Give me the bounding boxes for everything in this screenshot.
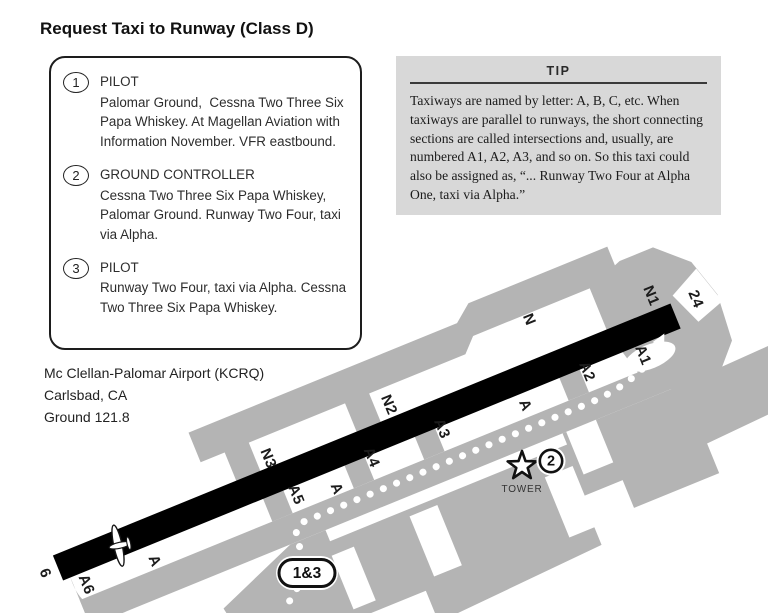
label-a1: A1	[631, 343, 654, 368]
tip-body: Taxiways are named by letter: A, B, C, e…	[410, 93, 703, 202]
route-arrow-icon	[652, 333, 665, 349]
taxiway-a3-connector	[414, 428, 445, 460]
badge-2-label: 2	[547, 454, 555, 470]
step-number-badge: 1	[63, 72, 89, 93]
dialogue-step: 3 PILOT Runway Two Four, taxi via Alpha.…	[63, 257, 350, 318]
runway	[52, 303, 681, 581]
tower-star-icon	[506, 449, 538, 480]
label-a2: A2	[575, 359, 598, 384]
airplane-icon	[108, 524, 132, 567]
rwy24-label-wedge	[672, 268, 723, 322]
taxiway-n3-connector	[223, 440, 262, 484]
label-a3: A3	[430, 416, 453, 441]
step-number-badge: 3	[63, 257, 89, 279]
taxiway-n2-connector	[344, 391, 382, 434]
label-a-east: A	[515, 397, 535, 414]
building-notch	[544, 465, 598, 538]
radio-call-text: Palomar Ground, Cessna Two Three Six Pap…	[100, 94, 348, 150]
badge-2	[538, 448, 564, 474]
label-a5: A5	[284, 482, 307, 507]
dialogue-step: 1 PILOT Palomar Ground, Cessna Two Three…	[63, 72, 350, 152]
step-number-badge: 2	[63, 164, 89, 186]
tip-box: TIP Taxiways are named by letter: A, B, …	[396, 56, 721, 215]
badge-1-3	[277, 558, 337, 588]
radio-call-text: Runway Two Four, taxi via Alpha. Cessna …	[100, 280, 350, 316]
airport-city: Carlsbad, CA	[44, 387, 128, 403]
label-n2: N2	[377, 392, 400, 417]
label-a4: A4	[360, 445, 383, 470]
taxiway-a5-connector	[262, 490, 293, 522]
dialogue-box: 1 PILOT Palomar Ground, Cessna Two Three…	[49, 56, 362, 350]
label-n3: N3	[257, 446, 280, 471]
radio-call-text: Cessna Two Three Six Papa Whiskey, Palom…	[100, 187, 345, 242]
label-n1: N1	[639, 283, 662, 308]
building-notch	[566, 419, 614, 475]
tip-heading: TIP	[546, 64, 571, 78]
tip-divider	[410, 82, 707, 84]
label-rwy-6: 6	[35, 566, 54, 581]
airport-info: Mc Clellan-Palomar Airport (KCRQ) Carlsb…	[44, 362, 264, 428]
tower-label: TOWER	[501, 484, 542, 495]
taxiway-a2-connector	[559, 369, 589, 401]
speaker-role: PILOT	[100, 74, 139, 89]
building-notch	[409, 505, 462, 577]
dialogue-step: 2 GROUND CONTROLLER Cessna Two Three Six…	[63, 164, 350, 245]
airport-name: Mc Clellan-Palomar Airport (KCRQ)	[44, 365, 265, 381]
label-rwy-24: 24	[684, 288, 706, 311]
building-notch	[331, 546, 376, 610]
speaker-role: GROUND CONTROLLER	[100, 166, 255, 182]
ground-frequency: Ground 121.8	[44, 409, 130, 425]
speaker-role: PILOT	[100, 259, 139, 275]
taxiway-a4-connector	[344, 456, 375, 489]
taxiway-n-band	[188, 246, 620, 463]
label-a6: A6	[75, 572, 98, 597]
badge-1-3-label: 1&3	[293, 565, 322, 582]
page-title: Request Taxi to Runway (Class D)	[40, 19, 314, 39]
